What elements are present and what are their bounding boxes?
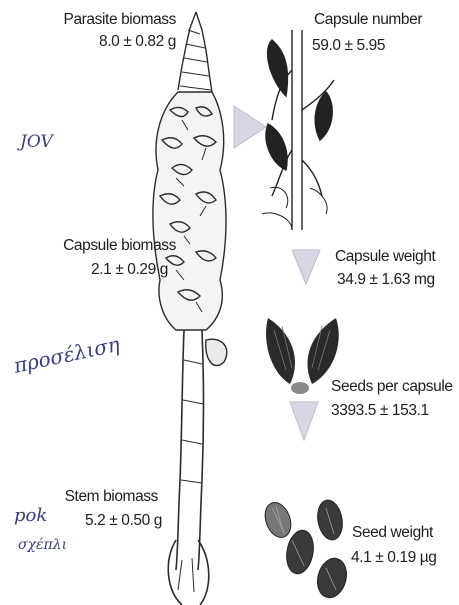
down-arrow-icon — [292, 250, 320, 284]
capsule-number-label: Capsule number — [314, 10, 422, 29]
handwritten-note-bottom-1: pok — [14, 505, 47, 526]
seed-weight-value: 4.1 ± 0.19 µg — [351, 548, 437, 567]
seed-weight-label: Seed weight — [352, 523, 433, 542]
seeds-per-capsule-value: 3393.5 ± 153.1 — [331, 401, 429, 420]
stem-biomass-label: Stem biomass — [65, 487, 158, 506]
capsules-illustration — [266, 318, 339, 394]
capsule-biomass-label: Capsule biomass — [63, 236, 176, 255]
capsule-number-value: 59.0 ± 5.95 — [312, 36, 385, 55]
parasite-biomass-label: Parasite biomass — [64, 10, 176, 29]
handwritten-note-top: JOV — [20, 132, 53, 152]
handwritten-note-bottom-2: σχέπλι — [18, 537, 67, 553]
capsule-weight-value: 34.9 ± 1.63 mg — [337, 270, 435, 289]
capsule-biomass-value: 2.1 ± 0.29 g — [91, 260, 168, 279]
stem-biomass-value: 5.2 ± 0.50 g — [85, 511, 162, 530]
seeds-per-capsule-label: Seeds per capsule — [331, 377, 453, 396]
parasite-biomass-value: 8.0 ± 0.82 g — [99, 32, 176, 51]
parasite-plant-illustration — [153, 12, 227, 605]
right-arrow-icon — [234, 106, 266, 148]
seeds-illustration — [261, 498, 351, 601]
capsule-weight-label: Capsule weight — [335, 247, 435, 266]
down-arrow-icon — [290, 402, 318, 440]
host-plant-illustration — [262, 30, 334, 230]
